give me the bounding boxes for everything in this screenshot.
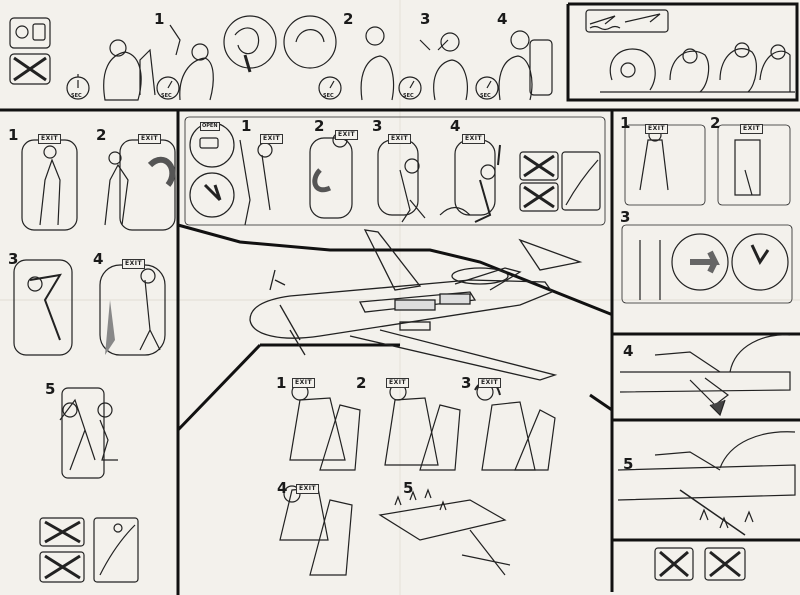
door-step-4: 4 — [93, 250, 104, 268]
window-exit-panel — [279, 380, 556, 576]
oxygen-step-1: 1 — [154, 10, 165, 28]
door-panel — [13, 139, 176, 583]
brace-panel — [585, 9, 795, 93]
timer-sec-label: SEC — [403, 93, 414, 99]
overwing-step-3: 3 — [372, 117, 383, 135]
oxygen-panel — [9, 15, 553, 101]
exit-sign: EXIT — [38, 134, 62, 144]
window-step-1: 1 — [276, 374, 287, 392]
tail-step-4: 4 — [623, 342, 634, 360]
exit-sign: EXIT — [462, 134, 486, 144]
exit-sign: EXIT — [388, 134, 412, 144]
door-step-5: 5 — [45, 380, 56, 398]
timer-sec-label: SEC — [480, 93, 491, 99]
window-step-5: 5 — [403, 479, 414, 497]
exit-sign: EXIT — [260, 134, 284, 144]
door-step-1: 1 — [8, 126, 19, 144]
oxygen-step-2: 2 — [343, 10, 354, 28]
overwing-step-4: 4 — [450, 117, 461, 135]
exit-sign: EXIT — [740, 124, 764, 134]
timer-sec-label: SEC — [161, 93, 172, 99]
door-step-3: 3 — [8, 250, 19, 268]
tail-step-5: 5 — [623, 455, 634, 473]
timer-sec-label: SEC — [323, 93, 334, 99]
window-step-2: 2 — [356, 374, 367, 392]
oxygen-step-4: 4 — [497, 10, 508, 28]
right-door-panel — [621, 124, 793, 304]
exit-sign: EXIT — [478, 378, 502, 388]
oxygen-step-3: 3 — [420, 10, 431, 28]
overwing-panel — [184, 116, 606, 226]
exit-sign: EXIT — [138, 134, 162, 144]
exit-sign: EXIT — [296, 484, 320, 494]
window-step-3: 3 — [461, 374, 472, 392]
exit-sign: EXIT — [292, 378, 316, 388]
exit-sign: EXIT — [386, 378, 410, 388]
aircraft-diagram — [249, 229, 583, 381]
timer-sec-label: SEC — [71, 93, 82, 99]
exit-sign: EXIT — [122, 259, 146, 269]
window-step-4: 4 — [277, 479, 288, 497]
right-door-step-1: 1 — [620, 114, 631, 132]
overwing-step-2: 2 — [314, 117, 325, 135]
tail-panel — [617, 334, 796, 581]
overwing-step-1: 1 — [241, 117, 252, 135]
open-label: OPEN — [200, 122, 220, 131]
exit-sign: EXIT — [335, 130, 359, 140]
right-door-step-3: 3 — [620, 208, 631, 226]
door-step-2: 2 — [96, 126, 107, 144]
right-door-step-2: 2 — [710, 114, 721, 132]
exit-sign: EXIT — [645, 124, 669, 134]
